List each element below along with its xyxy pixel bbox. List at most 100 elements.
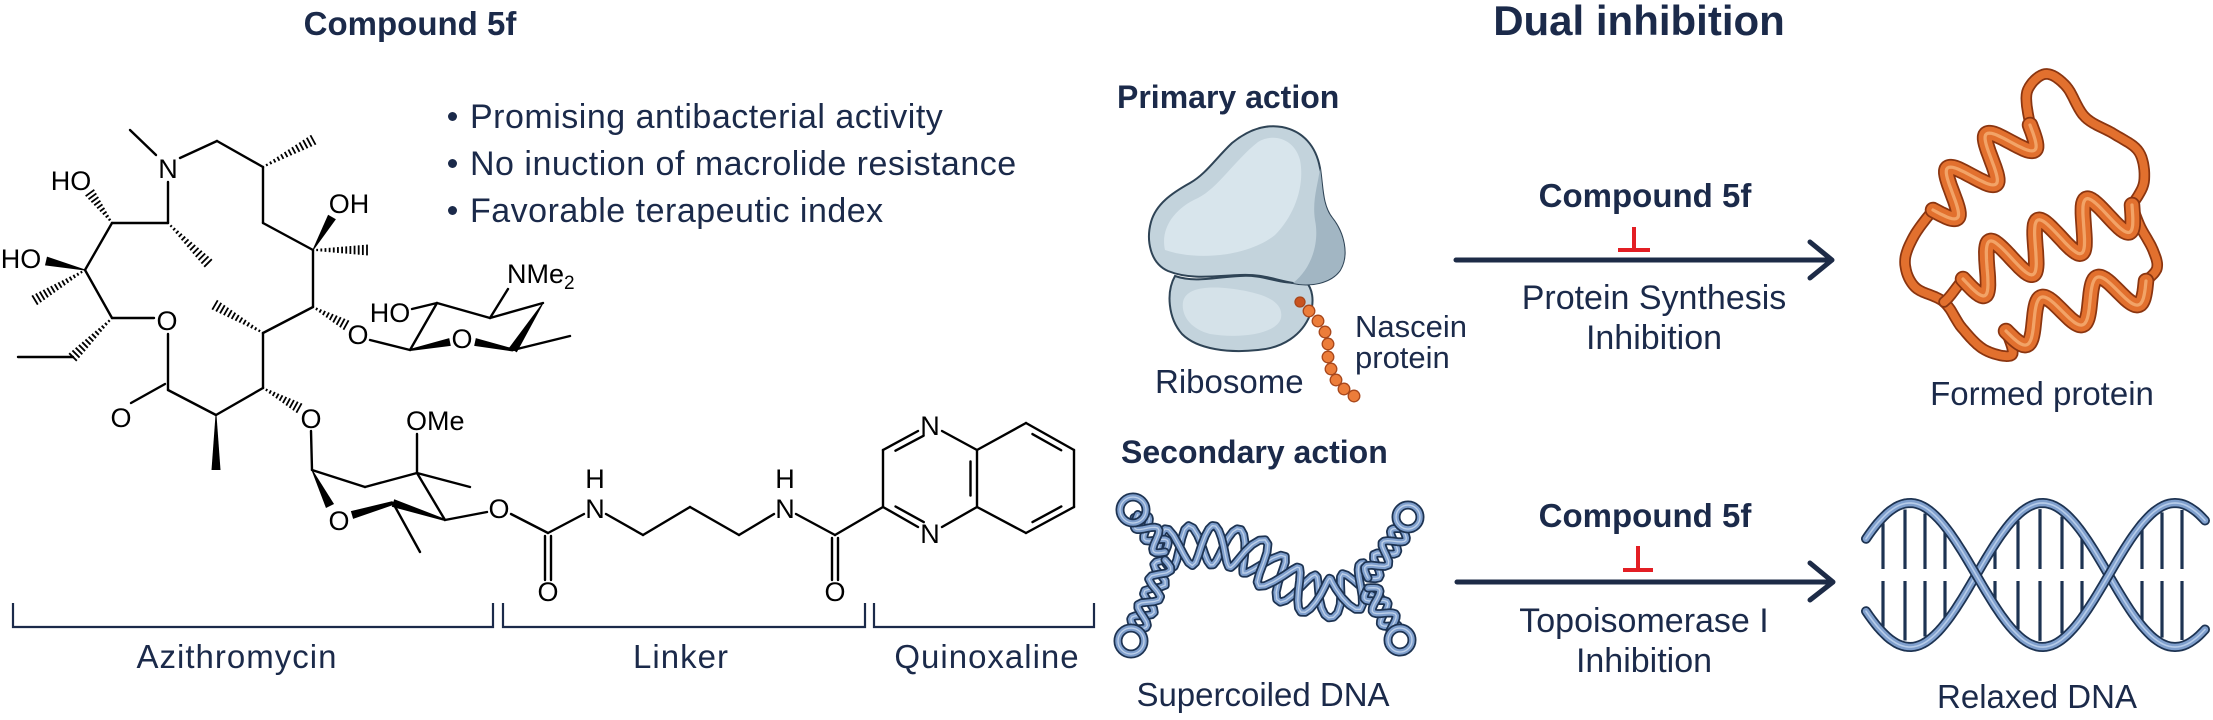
- inhibition-mark-1: [1618, 227, 1650, 252]
- bond-line: [391, 501, 422, 554]
- bond-line: [261, 305, 315, 335]
- hash-stroke: [261, 165, 265, 169]
- arrow-head-icon: [1807, 560, 1836, 603]
- hash-stroke: [223, 307, 230, 316]
- hash-stroke: [328, 313, 334, 321]
- formed-protein-label: Formed protein: [1930, 375, 2154, 412]
- hash-stroke: [101, 325, 105, 329]
- hash-stroke: [94, 330, 100, 336]
- bond-line: [546, 512, 586, 535]
- bond-line: [415, 471, 447, 522]
- hash-stroke: [269, 161, 273, 165]
- hash-stroke: [285, 398, 291, 406]
- atom-text: O: [347, 320, 368, 350]
- hash-stroke: [315, 307, 319, 311]
- bond-line: [214, 386, 265, 417]
- bullet-dot-icon: [448, 206, 457, 215]
- bond-line: [410, 301, 439, 311]
- hash-stroke: [197, 252, 206, 261]
- bond-line: [604, 512, 645, 537]
- relaxed-dna-icon: [1861, 498, 2210, 652]
- bond-line: [128, 128, 158, 157]
- atom-label-o-lactone-ring: O: [156, 306, 177, 336]
- hash-stroke: [272, 158, 277, 163]
- hash-stroke: [102, 210, 108, 216]
- atom-label-n-macrocycle: N: [158, 154, 178, 184]
- hash-stroke: [250, 324, 254, 329]
- hash-stroke: [298, 141, 305, 151]
- dna-strand-highlight: [1136, 559, 1172, 630]
- dna-strand: [1133, 555, 1176, 634]
- hash-stroke: [76, 272, 80, 276]
- secondary-action-heading: Secondary action: [1121, 434, 1388, 470]
- dna-strand: [1363, 524, 1405, 584]
- bond-line: [881, 429, 920, 452]
- hash-stroke: [339, 318, 346, 328]
- atom-text: O: [328, 506, 349, 536]
- segment-label-linker: Linker: [633, 638, 729, 675]
- hash-stroke: [35, 293, 42, 303]
- supercoiled-dna-label: Supercoiled DNA: [1136, 676, 1390, 713]
- dna-strand-outline: [1861, 498, 2210, 652]
- hash-stroke: [278, 394, 284, 402]
- aromatic-double-bond-line: [1031, 505, 1063, 524]
- atom-label-o-cladinose-ring: O: [328, 506, 349, 536]
- atom-text: O: [110, 403, 131, 433]
- double-bond-line: [129, 382, 167, 405]
- atom-label-ho-left: HO: [1, 244, 42, 274]
- bond-line: [261, 221, 315, 252]
- atom-label-o-lactone-carbonyl: O: [110, 403, 131, 433]
- bullet-text: Favorable terapeutic index: [470, 192, 884, 230]
- hash-stroke: [50, 285, 56, 293]
- ribosome-label: Ribosome: [1155, 363, 1304, 400]
- dna-end-loop: [1113, 623, 1149, 659]
- amino-acid-bead: [1321, 350, 1335, 364]
- bullet-dot-icon: [448, 159, 457, 168]
- solid-wedge-bond: [474, 338, 514, 352]
- hash-stroke: [172, 227, 176, 231]
- aromatic-double-bond-line: [1031, 432, 1063, 452]
- hash-stroke: [186, 241, 193, 248]
- hash-stroke: [178, 233, 183, 238]
- hash-stroke: [71, 349, 81, 359]
- bracket-azithromycin: [11, 603, 495, 629]
- hash-stroke: [335, 316, 342, 326]
- atom-text: N: [585, 494, 605, 524]
- solid-wedge-bond: [350, 501, 394, 519]
- aromatic-double-bond-line: [894, 505, 925, 524]
- bond-line: [443, 510, 489, 522]
- supercoiled-dna-icon: [1113, 492, 1425, 659]
- amino-acid-bead: [1329, 373, 1343, 387]
- hash-stroke: [276, 156, 281, 162]
- protein-helix: [1924, 116, 2045, 228]
- nascent-protein-chain: [1294, 296, 1361, 403]
- bond-line: [363, 471, 419, 489]
- hash-stroke: [31, 294, 39, 306]
- hash-stroke: [65, 278, 70, 284]
- hash-stroke: [180, 235, 186, 241]
- hash-stroke: [305, 137, 313, 147]
- protein-loop: [2020, 68, 2151, 211]
- ribosome-icon: [1148, 125, 1361, 403]
- bond-line: [310, 468, 367, 489]
- hash-stroke: [183, 238, 190, 245]
- hash-stroke: [93, 199, 101, 207]
- amino-acid-bead: [1302, 304, 1316, 318]
- atom-text: HO: [51, 166, 92, 196]
- hash-stroke: [261, 386, 265, 390]
- bond-line: [688, 505, 741, 537]
- atom-label-n-quinoxaline-1: N: [920, 519, 940, 549]
- bond-line: [794, 512, 837, 537]
- atom-text: OMe: [406, 406, 465, 436]
- bond-line: [641, 505, 692, 537]
- hashed-wedge-bond: [311, 305, 350, 331]
- dna-strand-highlight: [1367, 527, 1401, 580]
- hash-stroke: [271, 391, 276, 397]
- compound-title: Compound 5f: [303, 5, 517, 42]
- dna-strand: [1153, 521, 1368, 617]
- dna-strand-highlight: [1157, 524, 1365, 613]
- dna-end-loop: [1391, 500, 1425, 534]
- bond-line: [940, 505, 979, 529]
- compound-5f-structure: N HO HO O OH O HO O NMe2 O O OMe O O O N…: [1, 128, 1076, 607]
- atom-label-ome: OMe: [406, 406, 465, 436]
